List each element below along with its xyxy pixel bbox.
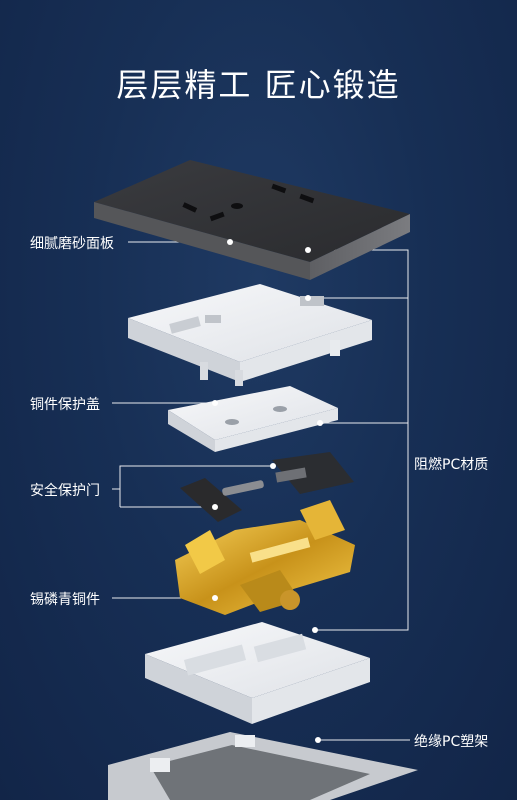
pc-frame xyxy=(108,732,418,800)
copper-cover xyxy=(168,386,338,452)
safety-shutter xyxy=(180,452,354,522)
label-flame-material: 阻燃PC材质 xyxy=(414,457,489,473)
headline: 层层精工 匠心锻造 xyxy=(116,66,401,104)
label-cover: 铜件保护盖 xyxy=(30,397,100,413)
label-frame: 绝缘PC塑架 xyxy=(414,734,489,750)
label-copper: 锡磷青铜件 xyxy=(30,592,100,608)
frosted-panel xyxy=(94,160,410,280)
label-shutter: 安全保护门 xyxy=(30,483,100,499)
copper-contacts xyxy=(175,500,355,615)
label-panel: 细腻磨砂面板 xyxy=(30,236,114,252)
white-housing xyxy=(128,284,372,386)
leader-dots xyxy=(212,239,323,743)
white-base xyxy=(145,622,370,724)
